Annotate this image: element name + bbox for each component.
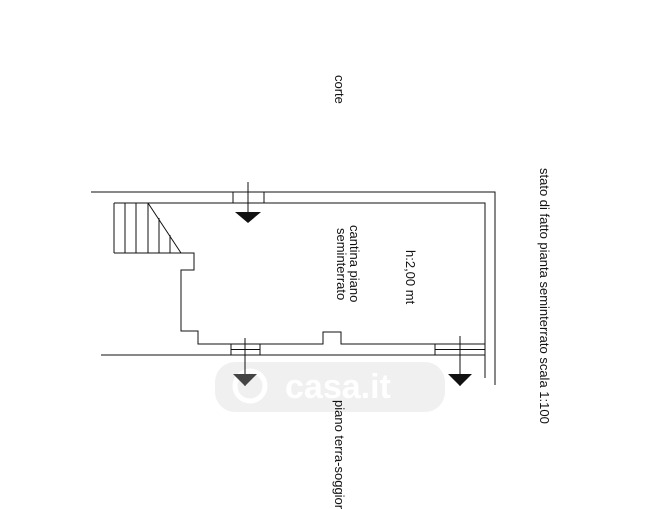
- svg-text:casa.it: casa.it: [285, 368, 391, 406]
- room-label-line2: seminterrato: [334, 228, 349, 300]
- inner-wall-bottom: [260, 331, 435, 345]
- courtyard-label: corte: [332, 75, 347, 104]
- outer-wall: [91, 191, 496, 385]
- ground-floor-label: piano terra-soggiorno: [332, 400, 347, 509]
- height-label: h:2,00 mt: [403, 250, 418, 305]
- inner-wall-contour: [114, 252, 231, 345]
- section-arrow-icon: [235, 212, 261, 223]
- room-label-line1: cantina piano: [347, 225, 362, 302]
- watermark: casa.it: [215, 362, 445, 412]
- inner-wall: [114, 202, 486, 378]
- plan-title: stato di fatto pianta seminterrato scala…: [537, 168, 552, 424]
- stair: [113, 202, 182, 254]
- section-arrow-icon: [233, 374, 257, 386]
- section-arrow-icon: [448, 374, 472, 386]
